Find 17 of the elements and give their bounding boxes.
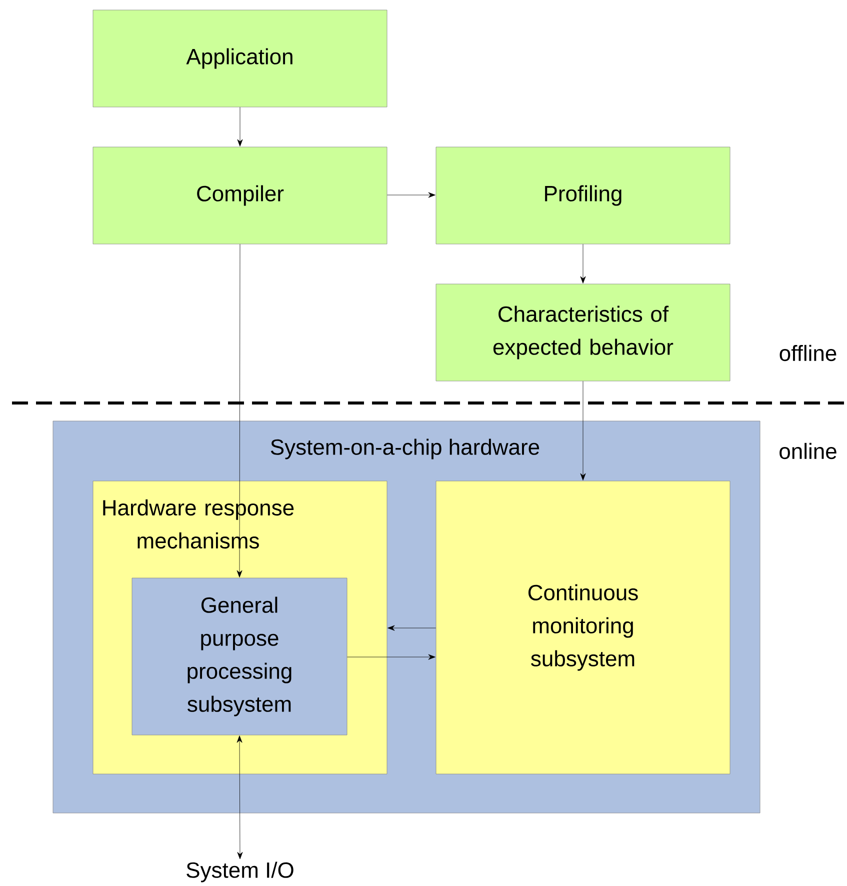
arrow xyxy=(236,736,243,860)
process-box: Application xyxy=(92,10,388,108)
process-box: Continuous monitoring subsystem xyxy=(436,480,730,774)
arrow xyxy=(236,244,242,578)
arrow xyxy=(237,107,243,146)
arrow xyxy=(580,381,586,480)
zone-label: offline xyxy=(780,344,836,362)
zone-label: online xyxy=(780,442,836,460)
process-box: Profiling xyxy=(436,146,730,244)
process-box: Characteristics of expected behavior xyxy=(436,284,730,382)
text-label: System I/O xyxy=(186,862,294,882)
arrow xyxy=(387,192,436,198)
arrow xyxy=(388,625,436,631)
process-box: Compiler xyxy=(92,146,388,244)
process-box: General purpose processing subsystem xyxy=(132,578,348,736)
arrow xyxy=(580,244,586,284)
arrow xyxy=(347,654,436,660)
